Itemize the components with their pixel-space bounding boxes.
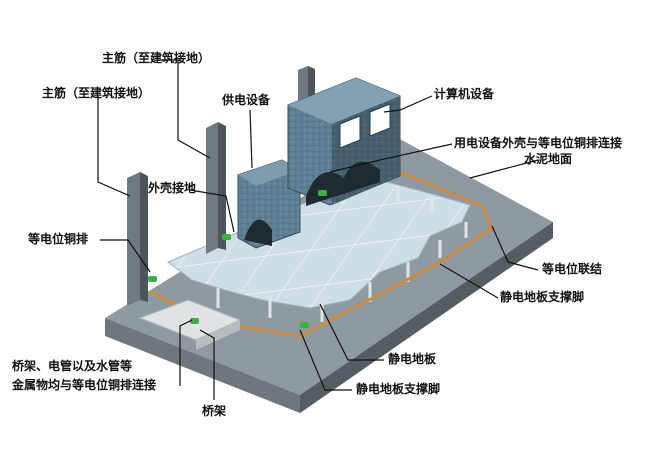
antistatic-floor [167, 177, 471, 322]
tray-bonding-label-line1: 桥架、电管以及水管等 [12, 359, 133, 373]
antistatic-floor-label: 静电地板 [388, 352, 437, 366]
main-rebar-top-label: 主筋（至建筑接地） [102, 51, 211, 65]
equipotential-link-label: 等电位联结 [542, 262, 603, 276]
cement-floor-label: 水泥地面 [524, 152, 573, 166]
column-middle [206, 122, 226, 254]
computer-equipment-label: 计算机设备 [434, 87, 495, 101]
leader-lines [97, 59, 539, 400]
antistatic-support-bottom-label: 静电地板支撑脚 [356, 382, 441, 396]
column-left [127, 172, 148, 306]
computer-equipment-cabinet [287, 77, 401, 206]
main-rebar-left-label: 主筋（至建筑接地） [42, 86, 151, 100]
housing-bonding-label: 用电设备外壳与等电位铜排连接 [454, 136, 623, 150]
housing-ground-label: 外壳接地 [148, 181, 197, 195]
power-equipment-cabinet [237, 159, 301, 249]
tray-bonding-label-line2: 金属物均与等电位铜排连接 [12, 378, 157, 392]
power-equipment-label: 供电设备 [222, 93, 271, 107]
cable-tray-label: 桥架 [202, 404, 227, 418]
equipotential-bar-label: 等电位铜排 [28, 232, 89, 246]
grounding-clamps [148, 190, 327, 328]
antistatic-support-right-label: 静电地板支撑脚 [500, 290, 585, 304]
